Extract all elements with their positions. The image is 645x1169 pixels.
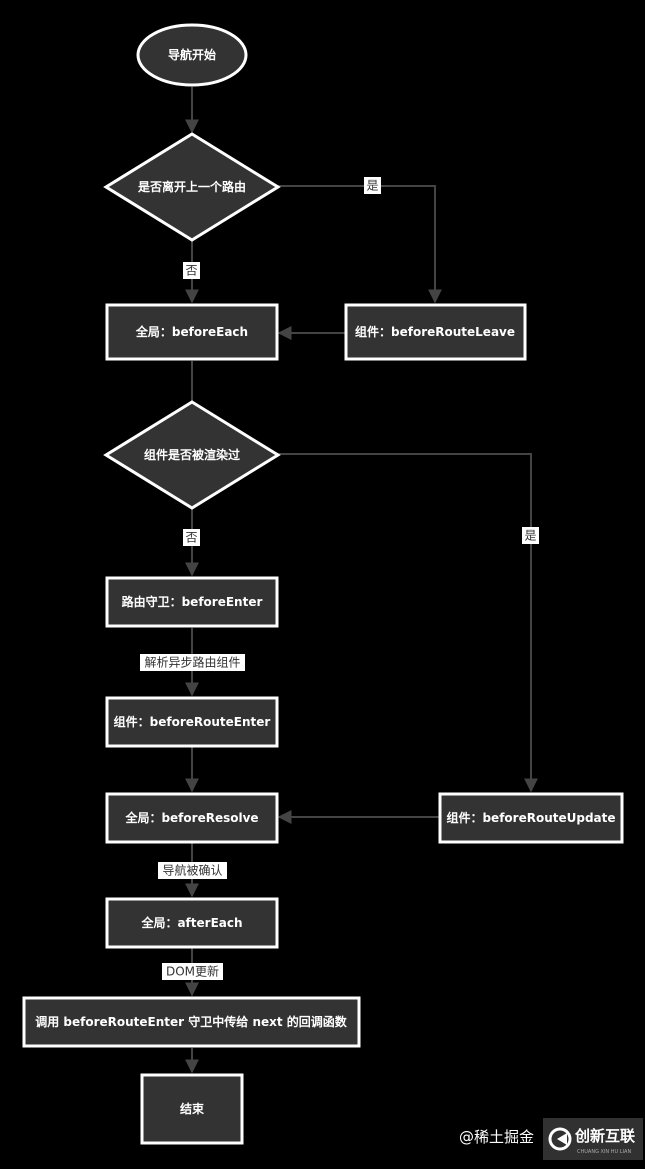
edge-label-resolve-async-bg xyxy=(140,654,245,671)
edge-label-resolve-async-text: 解析异步路由组件 xyxy=(144,655,240,670)
start-node-shape xyxy=(136,23,248,87)
before-route-enter-node: 组件：beforeRouteEnter xyxy=(105,696,279,748)
edge-label-reused-yes-bg xyxy=(522,527,539,544)
reused-decision-shape xyxy=(103,400,281,510)
edge-label-reused-no-text: 否 xyxy=(185,531,197,545)
before-route-enter-label: 组件：beforeRouteEnter xyxy=(114,714,271,729)
watermark: @稀土掘金 创新互联 CHUANG XIN HU LIAN xyxy=(459,1118,643,1160)
edge-label-reused-yes: 是 xyxy=(522,527,539,544)
edge-label-confirmed: 导航被确认 xyxy=(158,862,227,879)
after-each-node: 全局：afterEach xyxy=(105,897,279,949)
edge-label-leave-no-bg xyxy=(183,262,200,279)
before-route-enter-shape xyxy=(105,696,279,748)
before-route-update-shape xyxy=(438,792,624,844)
connector-reused-yes-to-before-route-update xyxy=(278,453,538,793)
callback-label: 调用 beforeRouteEnter 守卫中传给 next 的回调函数 xyxy=(35,1014,348,1029)
edge-label-confirmed-text: 导航被确认 xyxy=(162,863,222,878)
watermark-logo-text: 创新互联 xyxy=(574,1127,636,1145)
start-node: 导航开始 xyxy=(136,23,248,87)
edge-label-leave-no-text: 否 xyxy=(185,264,197,278)
before-each-shape xyxy=(105,303,279,361)
before-enter-shape xyxy=(105,576,279,628)
before-route-update-label: 组件：beforeRouteUpdate xyxy=(446,810,615,825)
before-resolve-shape xyxy=(105,792,279,844)
edge-label-resolve-async: 解析异步路由组件 xyxy=(140,654,245,671)
watermark-site-text: @稀土掘金 xyxy=(459,1128,534,1146)
leave-decision-node: 是否离开上一个路由 xyxy=(103,132,281,242)
callback-shape xyxy=(22,996,361,1048)
after-each-label: 全局：afterEach xyxy=(140,915,242,930)
reused-decision-label: 组件是否被渲染过 xyxy=(144,447,240,462)
before-enter-node: 路由守卫：beforeEnter xyxy=(105,576,279,628)
before-each-label: 全局：beforeEach xyxy=(135,324,248,339)
end-node: 结束 xyxy=(140,1073,244,1145)
before-resolve-label: 全局：beforeResolve xyxy=(124,810,258,825)
start-node-label: 导航开始 xyxy=(168,47,216,62)
before-route-leave-node: 组件：beforeRouteLeave xyxy=(344,303,527,361)
edge-label-reused-no: 否 xyxy=(183,529,200,546)
edge-labels: 是 否 否 是 解析异步路由组件 导航被确认 DOM更新 xyxy=(140,177,539,980)
reused-decision-node: 组件是否被渲染过 xyxy=(103,400,281,510)
edge-label-reused-no-bg xyxy=(183,529,200,546)
edge-label-leave-no: 否 xyxy=(183,262,200,279)
edge-label-dom-update-bg xyxy=(162,963,223,980)
edge-label-dom-update-text: DOM更新 xyxy=(166,964,219,979)
callback-node: 调用 beforeRouteEnter 守卫中传给 next 的回调函数 xyxy=(22,996,361,1048)
logo-icon xyxy=(548,1127,572,1151)
before-route-leave-shape xyxy=(344,303,527,361)
edge-label-leave-yes-text: 是 xyxy=(366,179,378,193)
before-route-update-node: 组件：beforeRouteUpdate xyxy=(438,792,624,844)
edge-label-leave-yes: 是 xyxy=(364,177,381,194)
before-resolve-node: 全局：beforeResolve xyxy=(105,792,279,844)
nodes: 导航开始 是否离开上一个路由 全局：beforeEach 组件：beforeRo… xyxy=(22,23,624,1145)
before-each-node: 全局：beforeEach xyxy=(105,303,279,361)
edge-label-confirmed-bg xyxy=(158,862,227,879)
leave-decision-label: 是否离开上一个路由 xyxy=(137,179,246,194)
end-label: 结束 xyxy=(180,1101,205,1116)
before-route-leave-label: 组件：beforeRouteLeave xyxy=(355,324,515,339)
watermark-logo-subtext: CHUANG XIN HU LIAN xyxy=(577,1149,631,1155)
edge-label-dom-update: DOM更新 xyxy=(162,963,223,980)
edge-label-reused-yes-text: 是 xyxy=(524,529,536,543)
after-each-shape xyxy=(105,897,279,949)
end-shape xyxy=(140,1073,244,1145)
leave-decision-shape xyxy=(103,132,281,242)
edge-label-leave-yes-bg xyxy=(364,177,381,194)
connector-leave-yes-to-before-route-leave xyxy=(278,185,442,304)
connectors xyxy=(185,87,538,1074)
before-enter-label: 路由守卫：beforeEnter xyxy=(122,594,263,609)
